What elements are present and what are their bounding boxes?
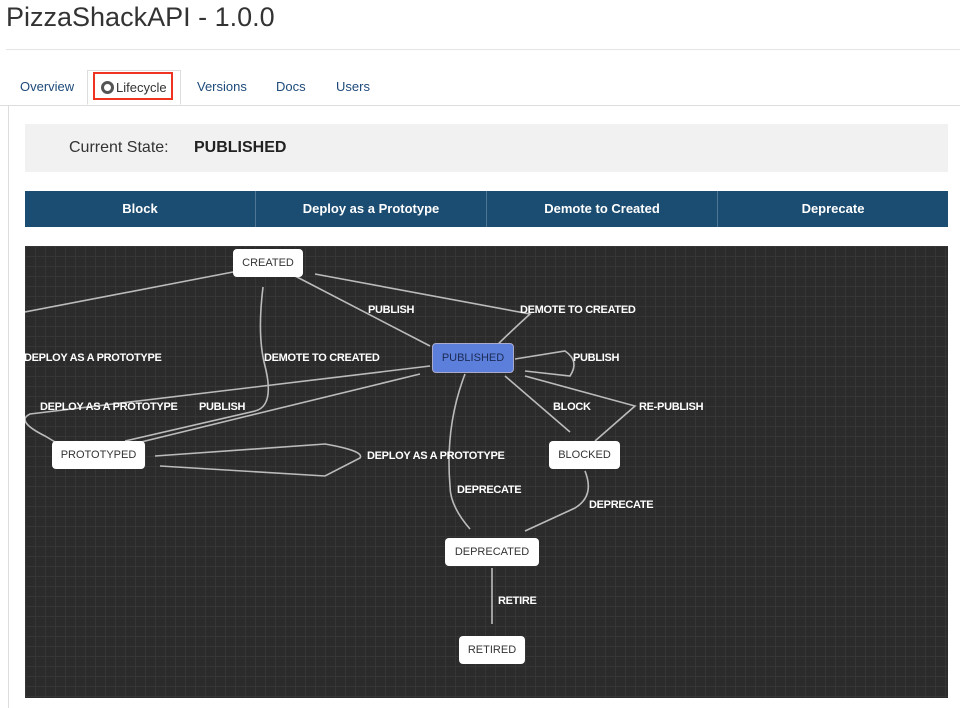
edge-label: DEPLOY AS A PROTOTYPE xyxy=(40,401,178,413)
current-state-label: Current State: xyxy=(69,139,169,156)
lifecycle-icon xyxy=(101,81,114,94)
edge-label: PUBLISH xyxy=(573,352,620,364)
node-deprecated[interactable]: DEPRECATED xyxy=(445,538,539,566)
current-state-value: PUBLISHED xyxy=(194,139,287,156)
action-bar: Block Deploy as a Prototype Demote to Cr… xyxy=(25,191,948,227)
edge-label: DEMOTE TO CREATED xyxy=(264,352,380,364)
edge-label: BLOCK xyxy=(553,401,591,413)
lifecycle-panel xyxy=(8,105,960,708)
node-retired[interactable]: RETIRED xyxy=(459,636,525,664)
node-published[interactable]: PUBLISHED xyxy=(432,343,514,373)
tab-docs[interactable]: Docs xyxy=(276,79,306,94)
graph-edges xyxy=(25,271,637,624)
current-state-bar: Current State: PUBLISHED xyxy=(25,124,948,172)
tab-users[interactable]: Users xyxy=(336,79,370,94)
divider xyxy=(6,49,960,50)
block-button[interactable]: Block xyxy=(25,191,256,227)
tab-overview[interactable]: Overview xyxy=(20,79,75,94)
lifecycle-graph: CREATED PUBLISHED PROTOTYPED BLOCKED DEP… xyxy=(25,246,948,698)
tab-bar: Overview Lifecycle Versions Docs Users xyxy=(0,70,960,106)
edge-label: DEMOTE TO CREATED xyxy=(520,304,636,316)
edge-label: DEPLOY AS A PROTOTYPE xyxy=(367,450,505,462)
edge-label: PUBLISH xyxy=(199,401,246,413)
edge-label: DEPRECATE xyxy=(457,484,522,496)
node-blocked[interactable]: BLOCKED xyxy=(549,441,620,469)
node-prototyped[interactable]: PROTOTYPED xyxy=(52,441,145,469)
edge-label: RETIRE xyxy=(498,595,537,607)
edge-label: PUBLISH xyxy=(368,304,415,316)
highlight-box xyxy=(93,72,173,100)
edge-label: DEPLOY AS A PROTOTYPE xyxy=(25,352,162,364)
node-created[interactable]: CREATED xyxy=(233,249,303,277)
deploy-prototype-button[interactable]: Deploy as a Prototype xyxy=(256,191,487,227)
tab-label: Lifecycle xyxy=(116,80,167,95)
demote-to-created-button[interactable]: Demote to Created xyxy=(487,191,718,227)
deprecate-button[interactable]: Deprecate xyxy=(801,201,865,216)
page-title: PizzaShackAPI - 1.0.0 xyxy=(6,2,275,32)
edge-label: DEPRECATE xyxy=(589,499,654,511)
edge-label: RE-PUBLISH xyxy=(639,401,704,413)
tab-versions[interactable]: Versions xyxy=(197,79,247,94)
